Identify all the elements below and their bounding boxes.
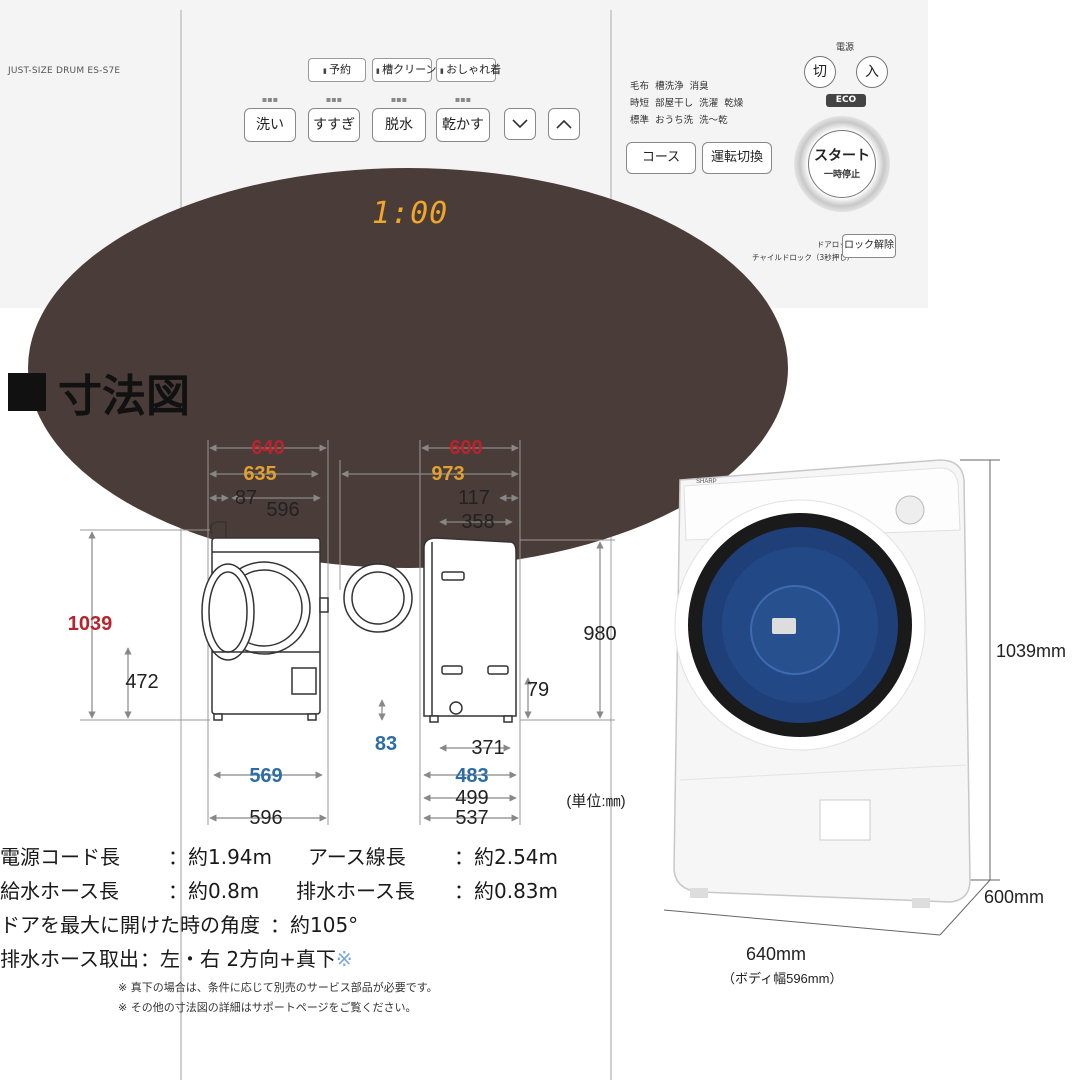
side-body-499: 499 (455, 787, 488, 809)
page-title: 寸法図 (8, 360, 190, 424)
side-base-483: 483 (455, 765, 488, 787)
unit-label: (単位:㎜) (566, 793, 625, 810)
down-button[interactable] (504, 108, 536, 140)
photo-height-label: 1039mm (996, 641, 1067, 661)
side-open-973: 973 (431, 463, 464, 485)
rinse-button[interactable]: ▪▪▪すすぎ (308, 95, 360, 142)
front-height-1039: 1039 (68, 613, 113, 635)
course-button[interactable]: コース (626, 142, 696, 174)
notes: ※ 真下の場合は、条件に応じて別売のサービス部品が必要です。 ※ その他の寸法図… (118, 978, 438, 1018)
lock-release-button[interactable]: ロック解除 (842, 234, 896, 258)
side-top-358: 358 (461, 511, 494, 533)
side-total-537: 537 (455, 807, 488, 829)
photo-width-label: 640mm (746, 944, 807, 964)
spin-button[interactable]: ▪▪▪脱水 (372, 95, 426, 142)
start-pause-button[interactable]: スタート 一時停止 (794, 116, 890, 212)
front-width-635: 635 (243, 463, 276, 485)
side-foot-371: 371 (471, 737, 504, 759)
control-panel: JUST-SIZE DRUM ES-S7E 予約 槽クリーン おしゃれ着 ▪▪▪… (0, 0, 928, 1080)
model-label: JUST-SIZE DRUM ES-S7E (8, 66, 121, 76)
drum-door-arc (28, 168, 788, 568)
front-inner-596: 596 (266, 499, 299, 521)
timer-display: 1:00 (372, 196, 449, 231)
front-mid-472: 472 (125, 671, 158, 693)
front-offset-87: 87 (235, 487, 257, 509)
washer-body (673, 459, 971, 908)
side-clearance-83: 83 (375, 733, 397, 755)
course-labels: 毛布 槽洗浄 消臭 時短 部屋干し 洗濯 乾燥 標準 おうち洗 洗～乾 (630, 81, 744, 126)
lock-labels: ドアロック チャイルドロック（3秒押し） (752, 240, 855, 262)
photo-depth-label: 600mm (984, 887, 1045, 907)
side-hose-79: 79 (527, 679, 549, 701)
tub-clean-button[interactable]: 槽クリーン (372, 58, 437, 82)
side-top-117: 117 (458, 487, 490, 509)
note-item: ※ その他の寸法図の詳細はサポートページをご覧ください。 (118, 1001, 417, 1014)
power-label: 電源 (836, 43, 855, 53)
product-photo: SHARP (663, 459, 1000, 936)
note-item: ※ 真下の場合は、条件に応じて別売のサービス部品が必要です。 (118, 981, 438, 994)
front-base-569: 569 (249, 765, 282, 787)
mode-switch-button[interactable]: 運転切換 (702, 142, 772, 174)
power-off-button[interactable]: 切 (804, 56, 836, 88)
dry-button[interactable]: ▪▪▪乾かす (436, 95, 490, 142)
dimension-drawing: 640 635 87 596 1039 472 569 596 600 973 … (68, 437, 626, 829)
chevron-down-icon (512, 119, 528, 129)
panel-divider (180, 10, 182, 1080)
panel-divider (610, 10, 612, 1080)
reserve-button[interactable]: 予約 (308, 58, 366, 82)
delicate-button[interactable]: おしゃれ着 (436, 58, 501, 82)
brand-logo: SHARP (696, 479, 717, 485)
photo-body-width-label: （ボディ幅596mm） (722, 971, 843, 986)
chevron-up-icon (556, 119, 572, 129)
side-height-980: 980 (583, 623, 616, 645)
up-button[interactable] (548, 108, 580, 140)
wash-button[interactable]: ▪▪▪洗い (244, 95, 296, 142)
side-width-600: 600 (449, 437, 482, 459)
front-width-640: 640 (251, 437, 284, 459)
front-bottom-596: 596 (249, 807, 282, 829)
eco-badge: ECO (826, 94, 866, 107)
square-bullet-icon (8, 373, 46, 411)
power-on-button[interactable]: 入 (856, 56, 888, 88)
